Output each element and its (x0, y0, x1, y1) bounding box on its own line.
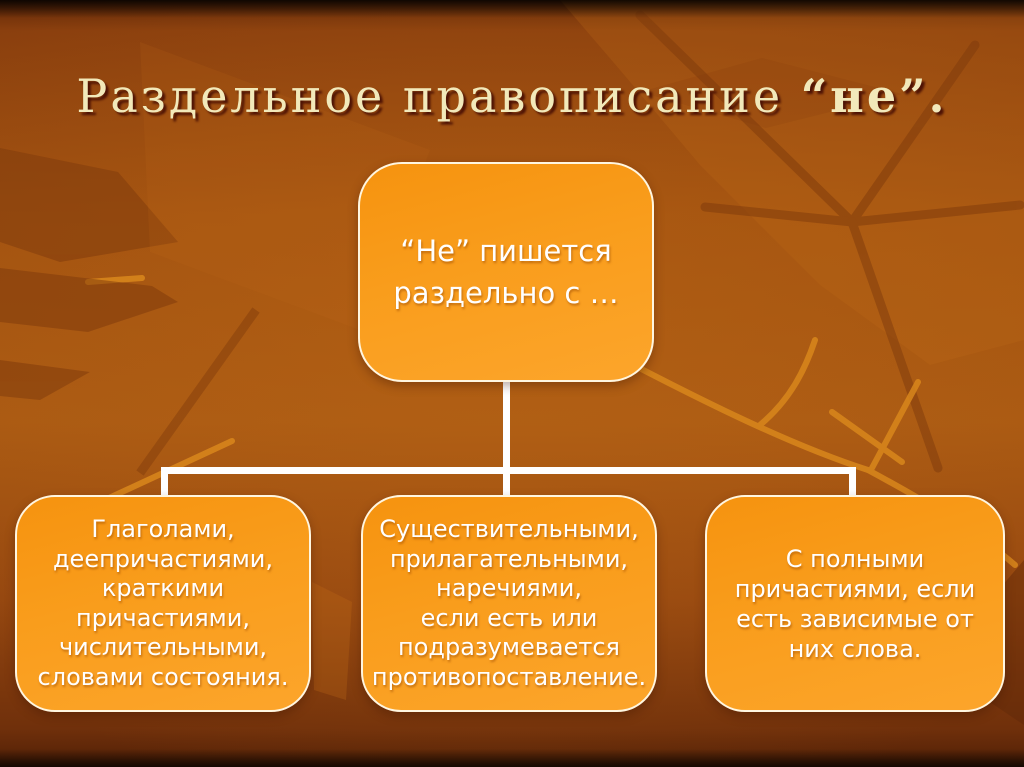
connector-drop-right (849, 467, 856, 496)
diagram-child-text-nouns-adjectives-adverbs: Существительными, прилагательными, нареч… (371, 515, 647, 691)
diagram-root-box: “Не” пишется раздельно с … (358, 162, 654, 382)
slide-title-text: Раздельное правописание (76, 69, 801, 123)
diagram-child-text-verbs: Глаголами, деепричастиями, краткими прич… (37, 515, 289, 691)
connector-stem (503, 379, 510, 496)
diagram-root-text: “Не” пишется раздельно с … (393, 234, 619, 310)
connector-horizontal-bar (161, 467, 856, 474)
connector-drop-left (161, 467, 168, 496)
diagram-child-box-verbs: Глаголами, деепричастиями, краткими прич… (15, 495, 311, 712)
slide-title-emphasis: “не”. (800, 69, 948, 123)
diagram-child-box-nouns-adjectives-adverbs: Существительными, прилагательными, нареч… (361, 495, 657, 712)
diagram-child-text-full-participles: С полными причастиями, если есть зависим… (734, 544, 976, 663)
slide-title: Раздельное правописание “не”. (0, 68, 1024, 124)
diagram-child-box-full-participles: С полными причастиями, если есть зависим… (705, 495, 1005, 712)
